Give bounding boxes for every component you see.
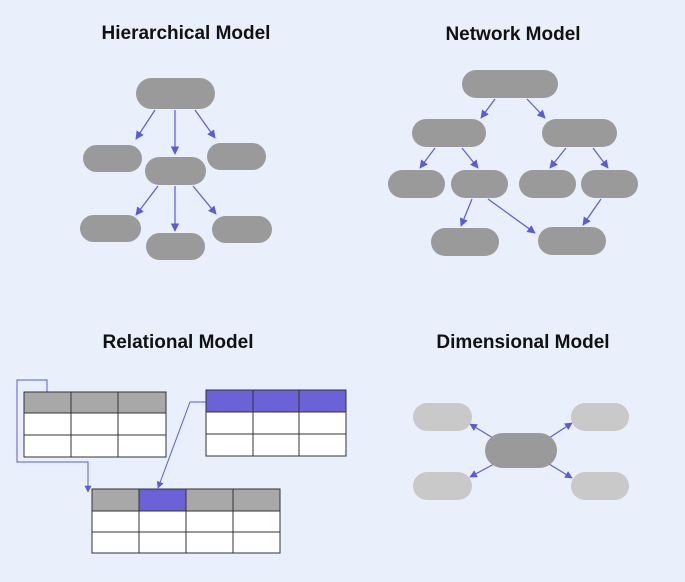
relational-model-title: Relational Model [103,332,254,353]
node [80,215,141,242]
hierarchical-model-title: Hierarchical Model [102,23,271,44]
highlighted-key-cell [139,489,186,511]
relational-model-diagram [16,379,347,554]
table-bottom [91,488,281,554]
dimension-node [413,403,472,431]
arrow [419,147,436,169]
dimension-nodes [413,403,629,500]
hierarchical-arrows [135,109,217,232]
arrow [459,198,473,227]
node [519,170,576,198]
node [581,170,638,198]
fact-table-node [485,433,557,468]
foreign-key-link [16,379,92,493]
node [542,119,617,147]
table-left [23,391,167,458]
dimensional-arrows [469,422,573,479]
node [538,227,606,255]
table-header-row-highlighted [206,390,346,412]
network-model-title: Network Model [445,24,580,45]
node [207,143,266,170]
arrow [548,422,573,439]
node [212,216,272,243]
arrow [549,147,567,169]
network-nodes [388,70,638,256]
arrow [526,98,546,119]
network-model-diagram [388,70,638,256]
relational-connectors [16,379,206,493]
arrow [135,185,159,216]
root-node [462,70,558,98]
node [388,170,445,198]
arrow [592,147,609,169]
arrow [548,463,573,479]
node [146,233,205,260]
node [451,170,508,198]
dimension-node [413,472,472,500]
dimensional-model-title: Dimensional Model [436,332,609,353]
arrow [469,463,495,478]
arrow [194,109,216,139]
network-arrows [419,98,609,234]
arrow [461,147,479,169]
node [83,145,142,172]
arrow [469,423,494,439]
dimension-node [571,472,629,500]
table-right [205,389,347,457]
arrow [192,185,217,215]
hierarchical-nodes [80,78,272,260]
arrow [487,198,536,234]
table-header-row [24,392,166,413]
dimensional-model-diagram [413,403,629,500]
arrow [135,109,156,140]
node [145,157,206,185]
root-node [136,78,215,109]
dimension-node [571,403,629,431]
hierarchical-model-diagram [80,78,272,260]
foreign-key-link [156,401,206,489]
node [431,228,499,256]
arrow [582,198,602,226]
arrow [480,98,496,119]
node [412,119,486,147]
